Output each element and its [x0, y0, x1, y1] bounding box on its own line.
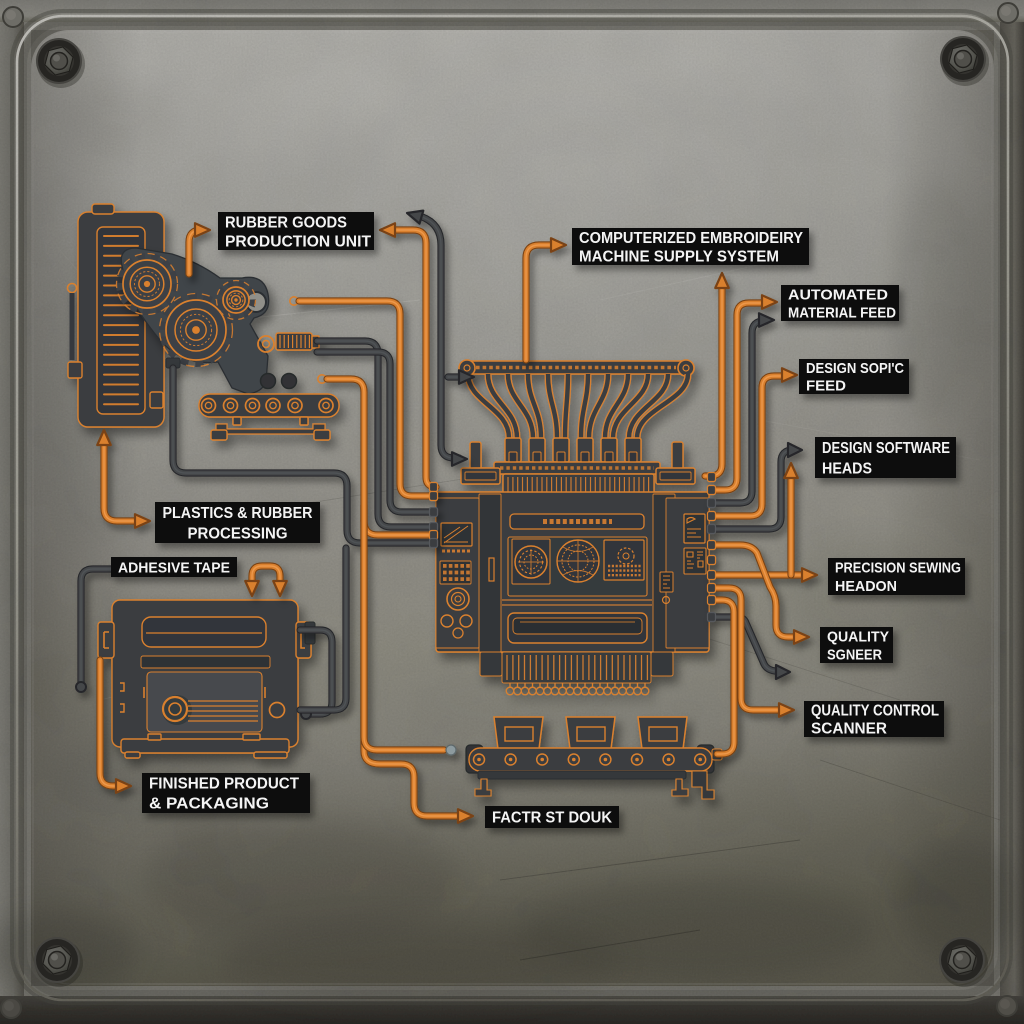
svg-text:SGNEER: SGNEER: [827, 646, 882, 663]
svg-text:SCANNER: SCANNER: [811, 721, 887, 738]
svg-text:RUBBER GOODS: RUBBER GOODS: [225, 214, 347, 231]
svg-text:DESIGN SOFTWARE: DESIGN SOFTWARE: [822, 440, 950, 457]
svg-text:COMPUTERIZED EMBROIDEIRY: COMPUTERIZED EMBROIDEIRY: [579, 230, 803, 247]
svg-text:HEADS: HEADS: [822, 460, 872, 477]
svg-text:FEED: FEED: [806, 378, 846, 395]
svg-text:PLASTICS & RUBBER: PLASTICS & RUBBER: [163, 505, 313, 522]
svg-text:AUTOMATED: AUTOMATED: [788, 286, 888, 303]
svg-text:MACHINE SUPPLY SYSTEM: MACHINE SUPPLY SYSTEM: [579, 249, 779, 266]
svg-text:PROCESSING: PROCESSING: [188, 525, 288, 542]
svg-text:HEADON: HEADON: [835, 578, 897, 595]
svg-text:PRECISION SEWING: PRECISION SEWING: [835, 560, 961, 577]
svg-text:MATERIAL FEED: MATERIAL FEED: [788, 304, 896, 321]
svg-text:PRODUCTION UNIT: PRODUCTION UNIT: [225, 233, 371, 250]
svg-text:ADHESIVE TAPE: ADHESIVE TAPE: [118, 559, 230, 576]
svg-text:DESIGN SOPI'C: DESIGN SOPI'C: [806, 360, 904, 377]
svg-text:FINISHED PRODUCT: FINISHED PRODUCT: [149, 776, 300, 793]
svg-text:QUALITY CONTROL: QUALITY CONTROL: [811, 703, 939, 720]
svg-text:QUALITY: QUALITY: [827, 628, 889, 645]
svg-text:FACTR ST DOUK: FACTR ST DOUK: [492, 810, 613, 827]
svg-text:& PACKAGING: & PACKAGING: [149, 796, 269, 813]
